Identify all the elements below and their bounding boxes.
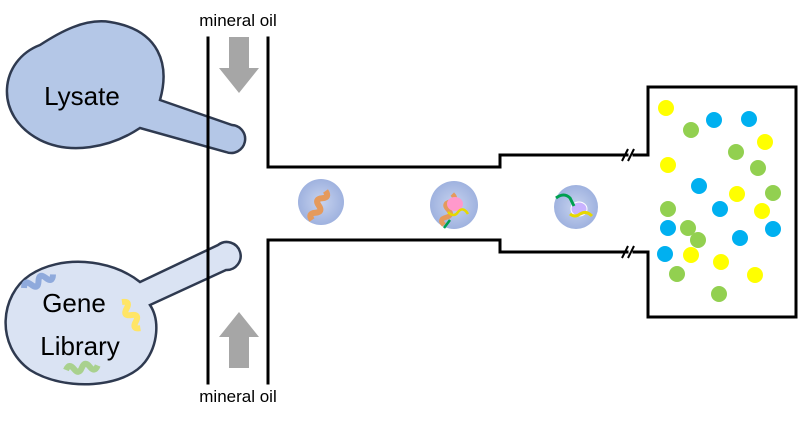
- chamber-droplet-green: [660, 201, 676, 217]
- chamber-droplet-yellow: [658, 100, 674, 116]
- oil-arrow-up-icon: [219, 312, 259, 368]
- droplet-expression: [430, 181, 478, 229]
- mineral-oil-bottom-label: mineral oil: [199, 387, 276, 406]
- chamber-droplet-blue: [765, 221, 781, 237]
- chamber-droplet-green: [750, 160, 766, 176]
- peptide-yellow-icon: [447, 208, 470, 217]
- strand-yellow-icon: [569, 210, 594, 218]
- gene-coil-blue-icon: [21, 272, 57, 290]
- chamber-droplet-yellow: [660, 157, 676, 173]
- chamber-droplet-blue: [741, 111, 757, 127]
- chamber-droplet-yellow: [754, 203, 770, 219]
- chamber-droplets: [657, 100, 781, 302]
- chamber-droplet-blue: [691, 178, 707, 194]
- chamber-droplet-green: [683, 122, 699, 138]
- chamber-droplet-green: [669, 266, 685, 282]
- chamber-droplet-yellow: [747, 267, 763, 283]
- oil-arrow-down-icon: [219, 37, 259, 93]
- chamber-droplet-green: [728, 144, 744, 160]
- chamber-droplet-yellow: [713, 254, 729, 270]
- channel-break-marks: [621, 148, 635, 259]
- chamber-droplet-blue: [657, 246, 673, 262]
- gene-coil-orange-icon: [307, 189, 331, 222]
- chamber-droplet-blue: [706, 112, 722, 128]
- channel-walls: [206, 36, 629, 385]
- chamber-droplet-blue: [660, 220, 676, 236]
- peptide-green-icon: [443, 219, 451, 229]
- strand-green-icon: [555, 193, 576, 207]
- gene-coil-green-icon: [63, 360, 101, 375]
- protein-pink-icon: [447, 197, 463, 211]
- chamber-droplet-green: [711, 286, 727, 302]
- droplet-gene: [298, 179, 344, 225]
- mineral-oil-top-label: mineral oil: [199, 11, 276, 30]
- chamber-droplet-green: [765, 185, 781, 201]
- chamber-droplet-yellow: [683, 247, 699, 263]
- lysate-label: Lysate: [44, 81, 120, 111]
- droplet-product: [554, 185, 598, 229]
- chamber-droplet-green: [680, 220, 696, 236]
- gene-coil-yellow-icon: [121, 298, 141, 332]
- lysate-reservoir: [5, 20, 247, 155]
- chamber-droplet-yellow: [729, 186, 745, 202]
- chamber-droplet-green: [690, 232, 706, 248]
- chamber-droplet-blue: [712, 201, 728, 217]
- library-label: Library: [40, 331, 119, 361]
- gene-label: Gene: [42, 288, 106, 318]
- chamber-droplet-yellow: [757, 134, 773, 150]
- chamber-droplet-blue: [732, 230, 748, 246]
